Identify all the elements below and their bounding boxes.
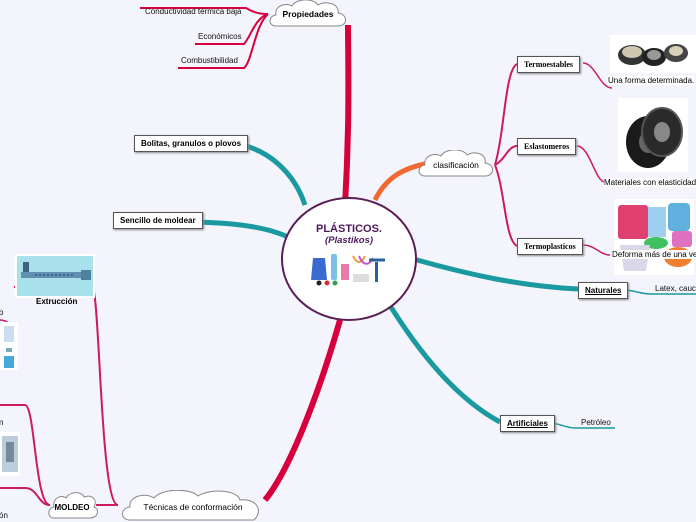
artificiales-node[interactable]: Artificiales — [500, 415, 555, 432]
cloud-shape — [122, 490, 259, 521]
link-clasificacion — [372, 160, 431, 202]
artificiales-label: Artificiales — [507, 419, 548, 428]
termoestables-image — [610, 35, 696, 73]
propiedades-node[interactable]: Propiedades — [266, 0, 350, 30]
naturales-child[interactable]: Latex, cauch — [655, 284, 696, 293]
link-sencillo — [194, 219, 292, 241]
tecnicas-node[interactable]: Técnicas de conformación — [118, 490, 268, 522]
link-propiedades — [342, 24, 352, 206]
termoplasticos-image — [614, 199, 694, 275]
central-subtitle: (Plastikos) — [324, 235, 374, 246]
central-topic[interactable]: PLÁSTICOS. (Plastikos) — [281, 197, 417, 321]
artificiales-child[interactable]: Petróleo — [581, 418, 611, 427]
propiedad-item[interactable]: Conductividad térmica baja — [145, 7, 242, 16]
termoestables-caption: Una forma determinada. — [608, 76, 695, 85]
propiedad-item[interactable]: Económicos — [198, 32, 242, 41]
cloud-shape — [48, 492, 98, 519]
partial-node-label[interactable]: ón — [0, 511, 8, 520]
sencillo-node[interactable]: Sencillo de moldear — [113, 212, 203, 229]
termoplasticos-caption: Deforma más de una vez. — [612, 250, 696, 259]
moldeo-label: MOLDEO — [54, 503, 90, 512]
central-title: PLÁSTICOS. — [315, 223, 382, 235]
cloud-shape — [418, 150, 493, 177]
bolitas-node[interactable]: Bolitas, granulos o plovos — [134, 135, 249, 152]
eslastomeros-image — [618, 98, 688, 172]
eslastomeros-caption: Materiales con elasticidad. — [604, 178, 696, 187]
plastic-items-image — [311, 254, 385, 286]
propiedades-label: Propiedades — [282, 9, 334, 19]
extrusion-image — [15, 254, 95, 298]
termoestables-node[interactable]: Termoestables — [517, 56, 581, 73]
naturales-label: Naturales — [585, 286, 622, 295]
partial-node-image — [0, 322, 18, 370]
link-naturales — [409, 255, 579, 292]
propiedad-item[interactable]: Combustibilidad — [181, 56, 238, 65]
partial-node-label[interactable]: o — [0, 308, 4, 317]
partial-node-image — [0, 432, 20, 476]
link-artificiales — [375, 284, 502, 425]
eslastomeros-node[interactable]: Eslastomeros — [517, 138, 577, 155]
naturales-node[interactable]: Naturales — [578, 282, 629, 299]
tecnicas-label: Técnicas de conformación — [143, 502, 243, 512]
clasificacion-node[interactable]: clasificación — [415, 150, 497, 180]
link-tecnicas — [262, 319, 343, 502]
cloud-shape — [269, 0, 346, 27]
moldeo-node[interactable]: MOLDEO — [46, 492, 98, 520]
partial-node-label[interactable]: n — [0, 418, 4, 427]
link-bolitas — [231, 140, 308, 206]
extrusion-caption: Extrucción — [36, 297, 78, 306]
termoplasticos-node[interactable]: Termoplasticos — [517, 238, 583, 255]
clasificacion-label: clasificación — [433, 160, 479, 170]
